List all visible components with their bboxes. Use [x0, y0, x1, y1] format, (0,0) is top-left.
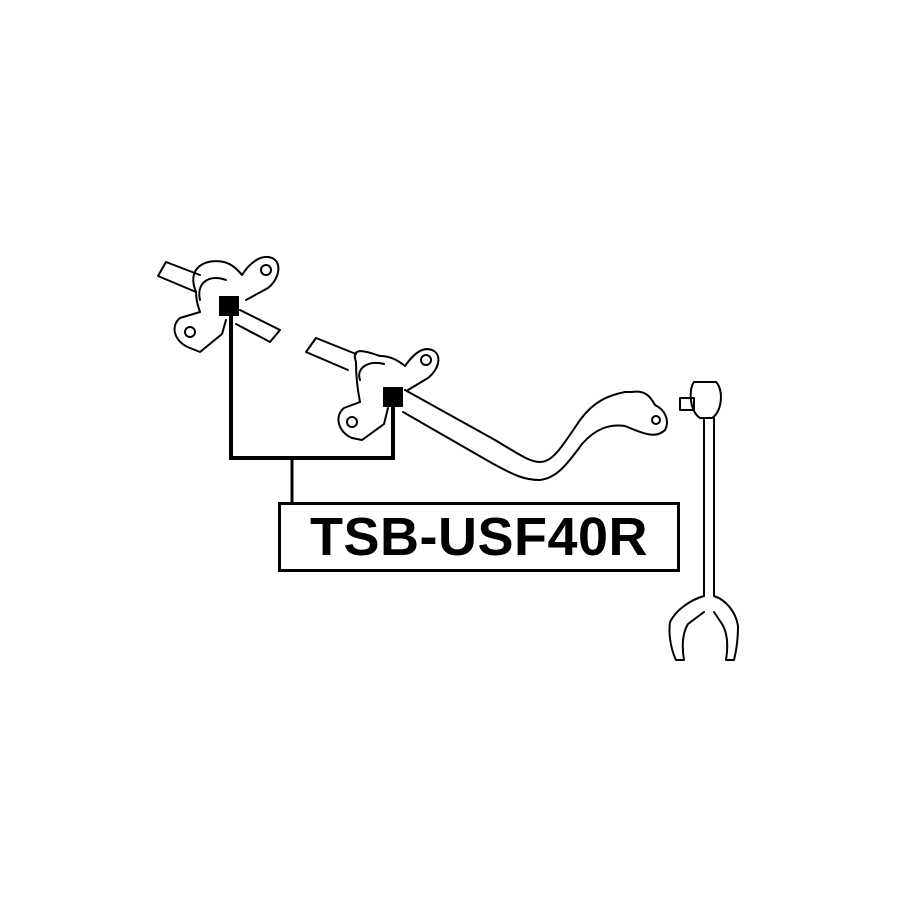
callout-leader	[229, 310, 395, 502]
bushing-bracket-left	[173, 256, 280, 353]
stabilizer-bar-main	[305, 337, 668, 481]
bushing-bracket-right	[337, 348, 440, 441]
stabilizer-link	[668, 381, 739, 661]
callout-marker-right	[383, 387, 403, 407]
callout-marker-left	[219, 296, 239, 316]
part-number-box: TSB-USF40R	[278, 502, 680, 572]
part-number-label: TSB-USF40R	[309, 507, 649, 567]
